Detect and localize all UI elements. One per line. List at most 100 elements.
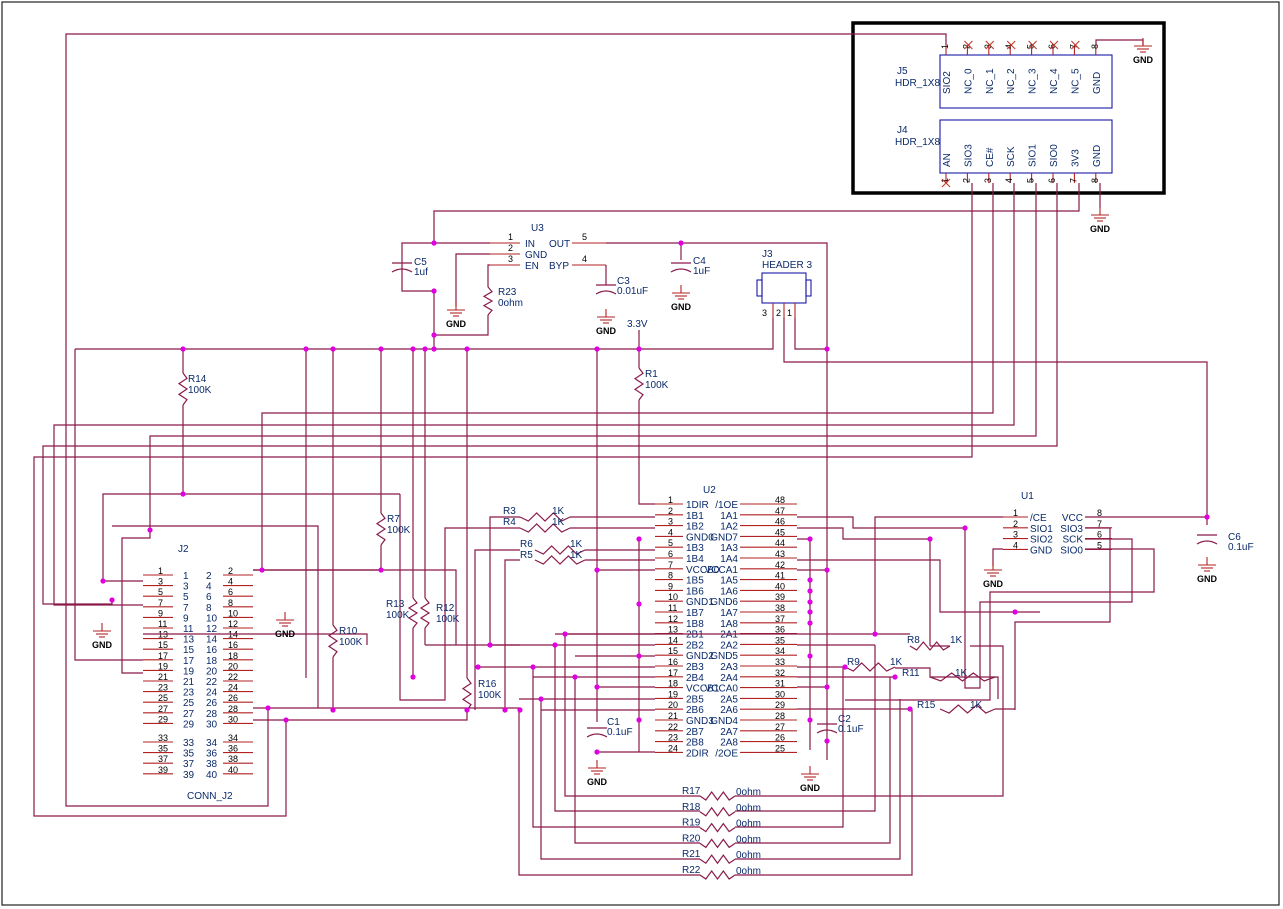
j4-pin-num: 7 bbox=[1068, 178, 1078, 183]
r4-ref: R4 bbox=[503, 517, 516, 528]
u3-pin-label: IN bbox=[525, 239, 535, 250]
r15-value: 1K bbox=[970, 700, 983, 711]
junction-dot bbox=[842, 664, 848, 670]
u2-pin-num: 15 bbox=[668, 646, 678, 656]
u2-pin-label: 2B3 bbox=[686, 662, 704, 673]
j2-pin-label: 27 bbox=[183, 709, 195, 720]
j2-pin-label: 28 bbox=[206, 709, 218, 720]
j2-pin-num: 10 bbox=[228, 608, 238, 618]
u3-pin-label: BYP bbox=[549, 261, 569, 272]
r14-ref: R14 bbox=[188, 374, 207, 385]
u3-pin-num: 1 bbox=[508, 232, 513, 242]
junction-dot bbox=[572, 674, 578, 680]
r17-value: 0ohm bbox=[736, 787, 761, 798]
junction-dot bbox=[422, 346, 428, 352]
junction-dot bbox=[538, 696, 544, 702]
u2-pin-label: 1A4 bbox=[720, 554, 738, 565]
junction-dot bbox=[636, 346, 642, 352]
j2-pin-num: 2 bbox=[228, 566, 233, 576]
j2-pin-num: 23 bbox=[158, 683, 168, 693]
u2-pin-label: 1B5 bbox=[686, 576, 704, 587]
junction-dot bbox=[872, 631, 878, 637]
ground-symbol: GND bbox=[800, 766, 821, 793]
j5-pin-num: 8 bbox=[1090, 44, 1100, 49]
j5-pin-num: 1 bbox=[940, 44, 950, 49]
j2-pin-num: 18 bbox=[228, 651, 238, 661]
u2-pin-label: 1B3 bbox=[686, 543, 704, 554]
r22-value: 0ohm bbox=[736, 866, 761, 877]
junction-dot bbox=[824, 567, 830, 573]
u2-pin-label: 1B1 bbox=[686, 511, 704, 522]
u1-pin-num: 8 bbox=[1097, 508, 1102, 518]
j4-pin-num: 6 bbox=[1047, 178, 1057, 183]
r13-value: 100K bbox=[386, 610, 410, 621]
junction-dot bbox=[907, 706, 913, 712]
u1-pin-label: VCC bbox=[1062, 513, 1083, 524]
j3-ref: J3 bbox=[762, 249, 773, 260]
u2-pin-label: 2A4 bbox=[720, 673, 738, 684]
r19-ref: R19 bbox=[682, 818, 701, 829]
ground-symbol: GND bbox=[983, 562, 1004, 589]
u3-pin-num: 2 bbox=[508, 243, 513, 253]
junction-dot bbox=[330, 346, 336, 352]
u2-pin-label: 2DIR bbox=[686, 748, 709, 759]
u2-pin-label: 1A1 bbox=[720, 511, 738, 522]
u2-pin-label: 2A8 bbox=[720, 738, 738, 749]
j2-pin-label: 4 bbox=[206, 582, 212, 593]
j4-pin-label: SCK bbox=[1006, 146, 1017, 167]
junction-dot bbox=[636, 717, 642, 723]
ground-symbol: GND bbox=[1197, 557, 1218, 584]
u2-ref: U2 bbox=[703, 485, 716, 496]
u2-pin-num: 28 bbox=[775, 711, 785, 721]
j2-pin-label: 3 bbox=[183, 582, 189, 593]
no-connect-mark bbox=[1049, 40, 1059, 50]
u2-pin-num: 9 bbox=[668, 581, 673, 591]
j2-pin-label: 1 bbox=[183, 571, 189, 582]
u1-pin-num: 4 bbox=[1013, 540, 1018, 550]
j2-pin-label: 18 bbox=[206, 656, 218, 667]
u2-pin-num: 44 bbox=[775, 538, 785, 548]
ground-symbol: GND bbox=[1133, 38, 1154, 65]
j2-pin-label: 13 bbox=[183, 635, 195, 646]
junction-dot bbox=[562, 631, 568, 637]
junction-dot bbox=[636, 536, 642, 542]
u2-pin-label: 1DIR bbox=[686, 500, 709, 511]
u1-pin-label: SIO2 bbox=[1030, 535, 1053, 546]
j4-pin-label: CE# bbox=[985, 147, 996, 167]
r9-value: 1K bbox=[890, 657, 903, 668]
j2-pin-num: 5 bbox=[158, 587, 163, 597]
u1-pin-num: 1 bbox=[1013, 508, 1018, 518]
j4-pin-label: 3V3 bbox=[1070, 149, 1081, 167]
ground-symbol: GND bbox=[275, 612, 296, 639]
c5-ref: C5 bbox=[414, 257, 427, 268]
c4-ref: C4 bbox=[693, 256, 706, 267]
junction-dot bbox=[283, 717, 289, 723]
j2-pin-num: 3 bbox=[158, 577, 163, 587]
junction-dot bbox=[265, 705, 271, 711]
j2-pin-num: 7 bbox=[158, 598, 163, 608]
r12-value: 100K bbox=[436, 614, 460, 625]
u2-pin-label: 1B7 bbox=[686, 608, 704, 619]
j2-pin-label: 23 bbox=[183, 688, 195, 699]
j5-pin-label: NC_4 bbox=[1049, 68, 1060, 94]
r13-ref: R13 bbox=[386, 599, 405, 610]
junction-dot bbox=[552, 642, 558, 648]
junction-dot bbox=[807, 599, 813, 605]
u2-pin-num: 35 bbox=[775, 635, 785, 645]
no-connect-mark bbox=[1028, 40, 1037, 50]
u2-pin-label: GND4 bbox=[710, 716, 738, 727]
j5-pin-label: NC_1 bbox=[985, 68, 996, 94]
u2-pin-label: 1B4 bbox=[686, 554, 704, 565]
u2-pin-num: 10 bbox=[668, 592, 678, 602]
